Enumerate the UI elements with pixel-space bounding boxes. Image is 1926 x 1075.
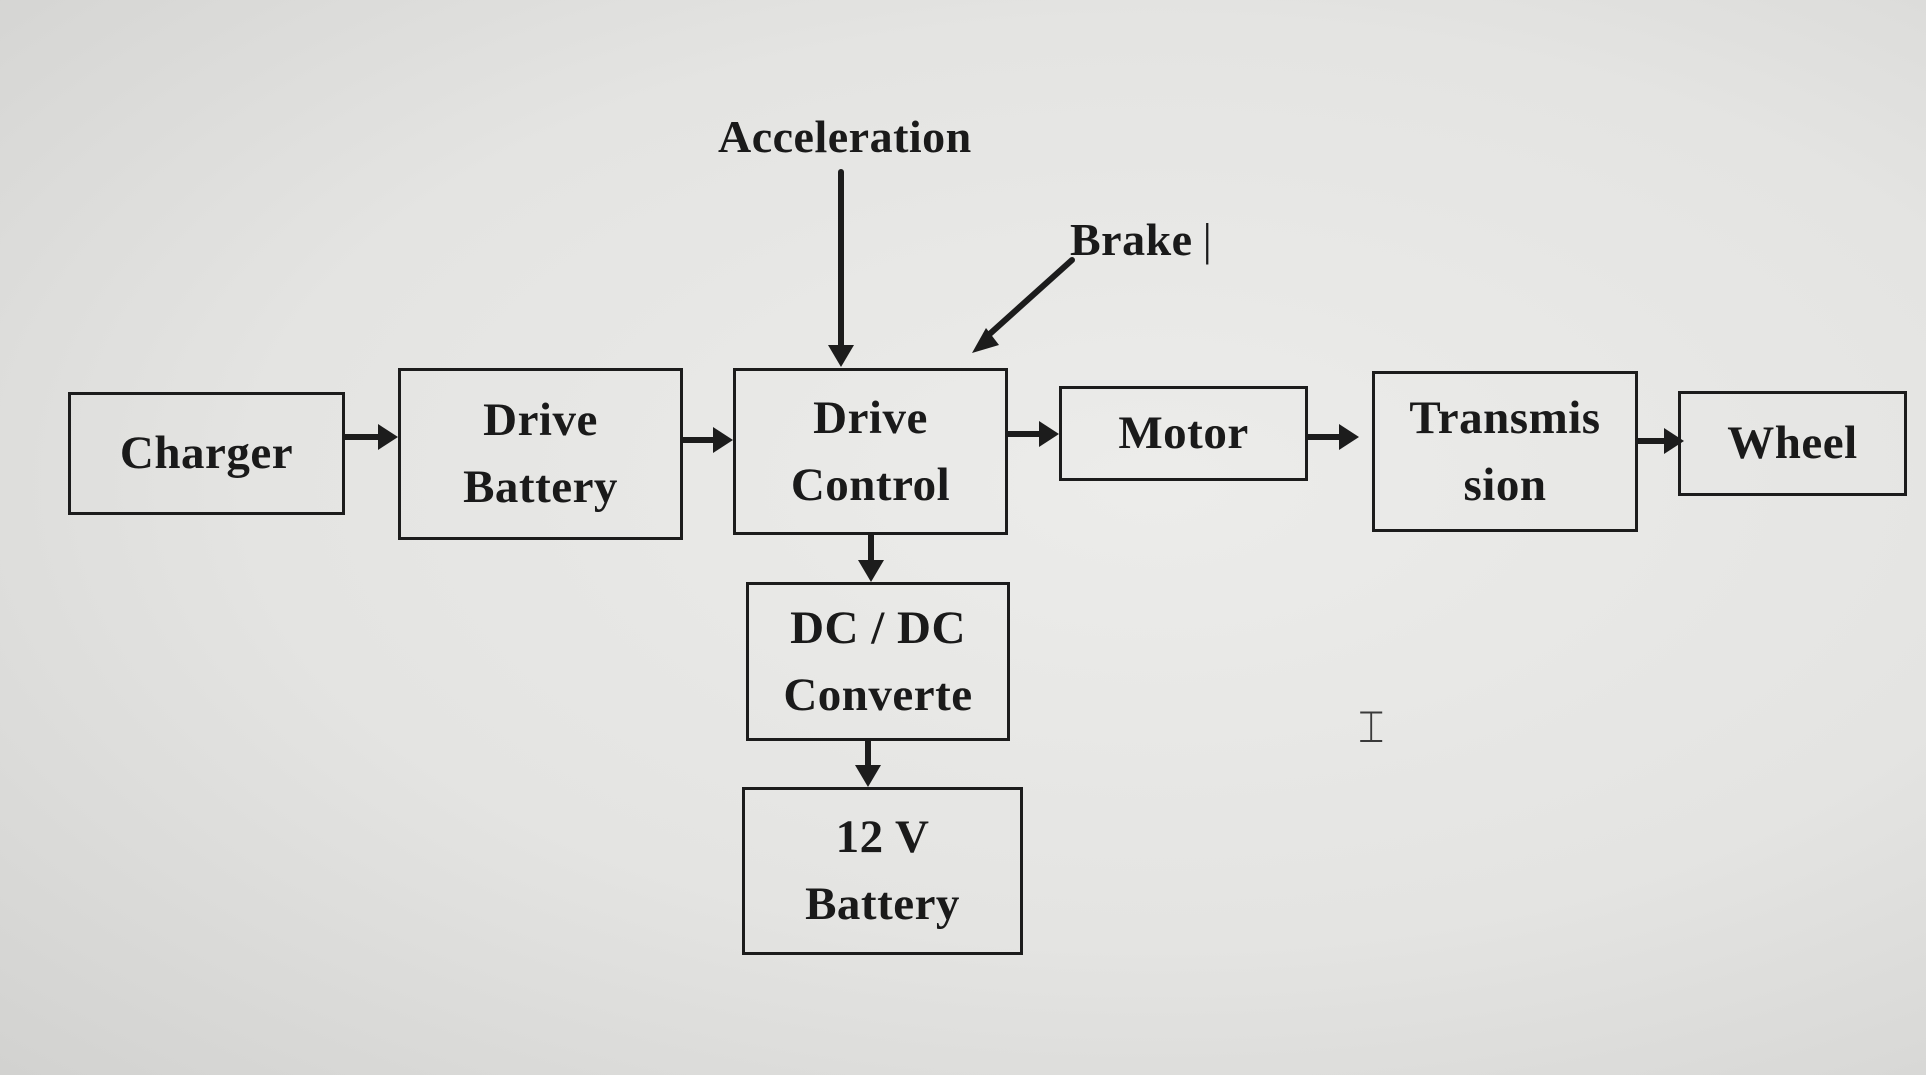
battery-12v-box: 12 V Battery <box>742 787 1023 955</box>
battery-12v-label-line2: Battery <box>805 878 960 930</box>
wheel-box: Wheel <box>1678 391 1907 496</box>
drive-control-label-line1: Drive <box>813 391 928 444</box>
arrowhead <box>858 560 884 582</box>
dcdc-converter-box: DC / DC Converte <box>746 582 1010 741</box>
charger-box: Charger <box>68 392 345 515</box>
drive-control-label-line2: Control <box>790 458 951 511</box>
arrowhead <box>1039 421 1059 447</box>
arrowhead <box>855 765 881 787</box>
brake-text: Brake <box>1070 214 1193 265</box>
motor-box: Motor <box>1059 386 1308 481</box>
transmission-label-line1: Transmis <box>1409 391 1601 444</box>
drive-battery-box: Drive Battery <box>398 368 683 540</box>
charger-label: Charger <box>119 427 294 479</box>
drive-control-box: Drive Control <box>733 368 1008 535</box>
drive-battery-label-line2: Battery <box>463 461 618 513</box>
acceleration-label: Acceleration <box>718 111 972 162</box>
arrowhead <box>828 345 854 367</box>
dcdc-label-line1: DC / DC <box>790 601 966 654</box>
arrowhead <box>713 427 733 453</box>
ibeam-cursor-icon: ⌶ <box>1358 702 1385 753</box>
arrowhead <box>378 424 398 450</box>
drive-battery-label-line1: Drive <box>483 394 598 446</box>
arrowhead <box>972 328 999 353</box>
brake-label: Brake| <box>1070 213 1212 266</box>
brake-edit-caret: | <box>1202 214 1213 265</box>
arrowhead <box>1339 424 1359 450</box>
transmission-box: Transmis sion <box>1372 371 1638 532</box>
motor-label: Motor <box>1118 407 1249 459</box>
arrowhead <box>1664 428 1684 454</box>
wheel-label: Wheel <box>1727 417 1858 469</box>
battery-12v-label-line1: 12 V <box>835 811 930 863</box>
dcdc-label-line2: Converte <box>783 668 973 721</box>
transmission-label-line2: sion <box>1463 458 1547 511</box>
arrow-brake-to-drive-control <box>980 257 1075 343</box>
